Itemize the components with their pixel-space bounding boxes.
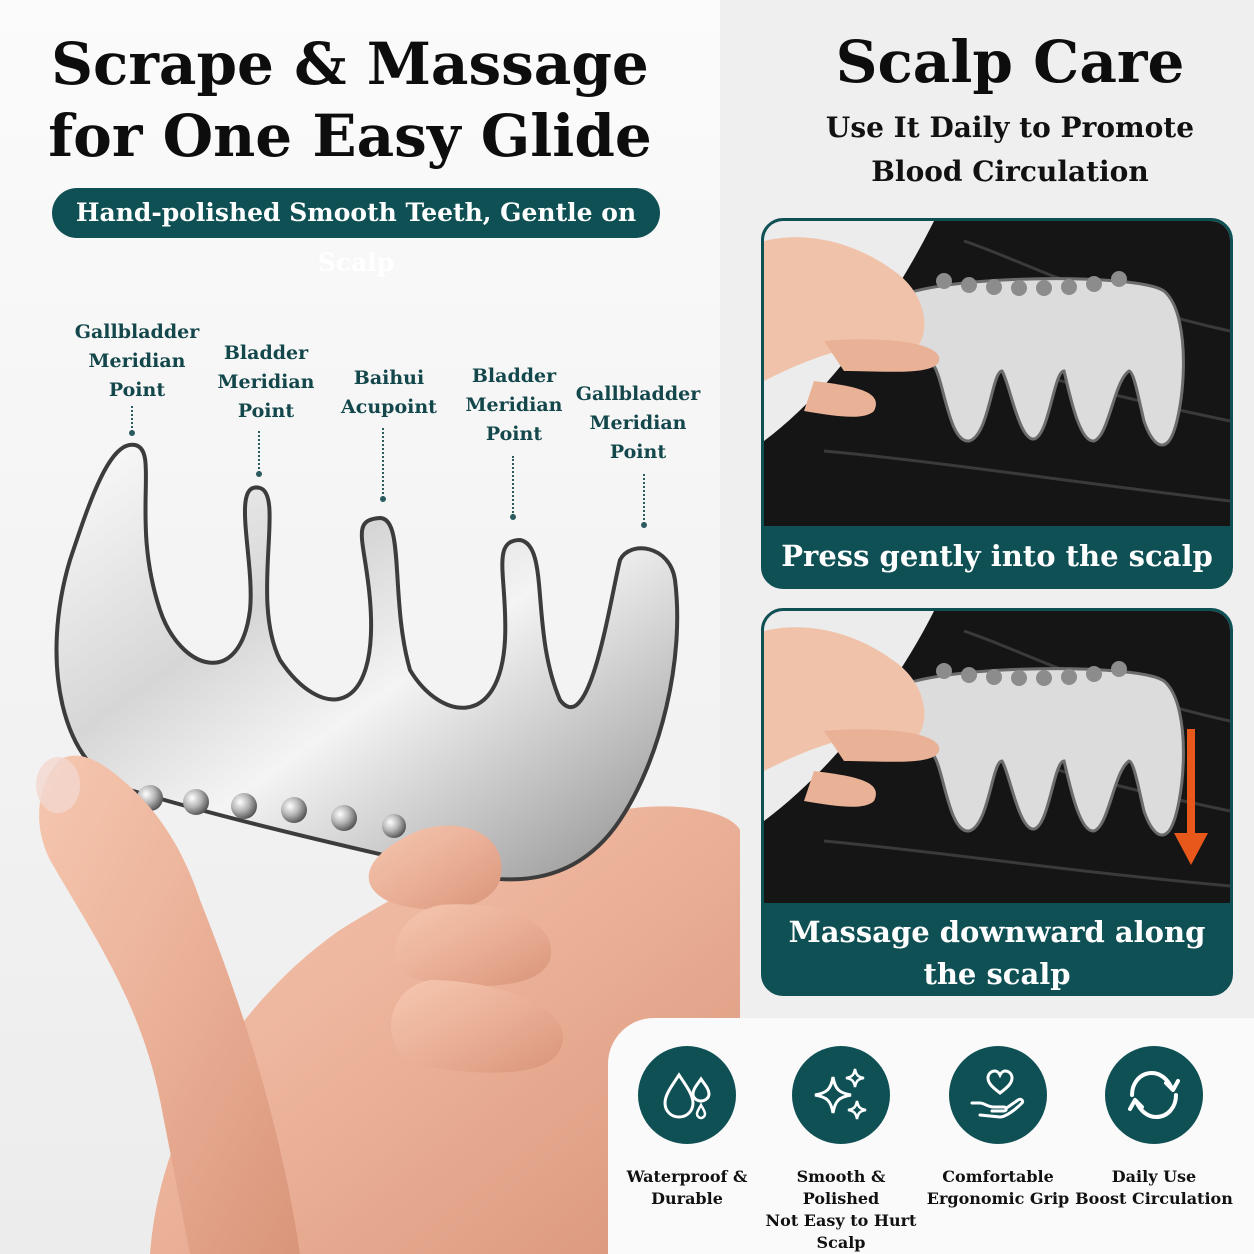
point-label-gallbladder-left: Gallbladder Meridian Point <box>67 318 207 405</box>
feature-waterproof: Waterproof & Durable <box>607 1046 767 1210</box>
scalp-care-title: Scalp Care <box>835 28 1185 96</box>
point-label-line: Bladder <box>223 342 309 364</box>
step-caption-massage: Massage downward along the scalp <box>788 915 1206 991</box>
feature-text-ergonomic: Comfortable Ergonomic Grip <box>926 1167 1070 1208</box>
scalp-care-subtitle: Use It Daily to Promote Blood Circulatio… <box>770 106 1250 194</box>
step-caption-press: Press gently into the scalp <box>781 539 1213 573</box>
point-label-line: Point <box>485 423 543 445</box>
point-label-line: Bladder <box>471 365 557 387</box>
point-label-bladder-right: Bladder Meridian Point <box>444 362 584 449</box>
subtitle-line-1: Use It Daily to Promote <box>825 111 1195 144</box>
point-label-line: Gallbladder <box>575 383 701 405</box>
point-label-line: Meridian <box>465 394 563 416</box>
heart-hand-icon <box>949 1046 1047 1144</box>
point-label-line: Gallbladder <box>74 321 200 343</box>
point-label-line: Meridian <box>217 371 315 393</box>
sparkle-icon <box>792 1046 890 1144</box>
point-label-line: Baihui <box>353 367 425 389</box>
point-label-baihui: Baihui Acupoint <box>319 364 459 422</box>
point-label-bladder-left: Bladder Meridian Point <box>196 339 336 426</box>
leader-line <box>512 456 514 516</box>
feature-text-smooth: Smooth & Polished Not Easy to Hurt Scalp <box>765 1167 917 1252</box>
leader-dot <box>641 522 647 528</box>
headline-line-1: Scrape & Massage <box>51 30 649 98</box>
massage-step-photo <box>764 611 1230 903</box>
comb-in-hand-illustration <box>36 442 740 1254</box>
step-card-press: Press gently into the scalp <box>761 218 1233 589</box>
point-label-line: Point <box>108 379 166 401</box>
subtitle-line-2: Blood Circulation <box>871 155 1149 188</box>
point-label-line: Acupoint <box>341 396 437 418</box>
feature-text-waterproof: Waterproof & Durable <box>626 1167 748 1208</box>
headline-line-2: for One Easy Glide <box>48 102 652 170</box>
down-arrow-icon <box>1174 729 1208 865</box>
leader-dot <box>380 496 386 502</box>
leader-dot <box>129 430 135 436</box>
feature-pill-banner: Hand-polished Smooth Teeth, Gentle on Sc… <box>52 188 660 277</box>
refresh-cycle-icon <box>1105 1046 1203 1144</box>
main-headline: Scrape & Massage for One Easy Glide <box>40 28 660 172</box>
point-label-line: Meridian <box>88 350 186 372</box>
leader-line <box>258 431 260 473</box>
point-label-line: Point <box>609 441 667 463</box>
feature-daily-use: Daily Use Boost Circulation <box>1074 1046 1234 1210</box>
feature-smooth: Smooth & Polished Not Easy to Hurt Scalp <box>761 1046 921 1254</box>
leader-line <box>643 474 645 524</box>
leader-line <box>382 428 384 498</box>
feature-text-daily-use: Daily Use Boost Circulation <box>1075 1167 1233 1208</box>
point-label-line: Meridian <box>589 412 687 434</box>
leader-line <box>131 406 133 432</box>
feature-ergonomic: Comfortable Ergonomic Grip <box>918 1046 1078 1210</box>
water-drops-icon <box>638 1046 736 1144</box>
point-label-gallbladder-right: Gallbladder Meridian Point <box>568 380 708 467</box>
point-label-line: Point <box>237 400 295 422</box>
leader-dot <box>256 471 262 477</box>
press-step-photo <box>764 221 1230 526</box>
leader-dot <box>510 514 516 520</box>
step-card-massage: Massage downward along the scalp <box>761 608 1233 996</box>
